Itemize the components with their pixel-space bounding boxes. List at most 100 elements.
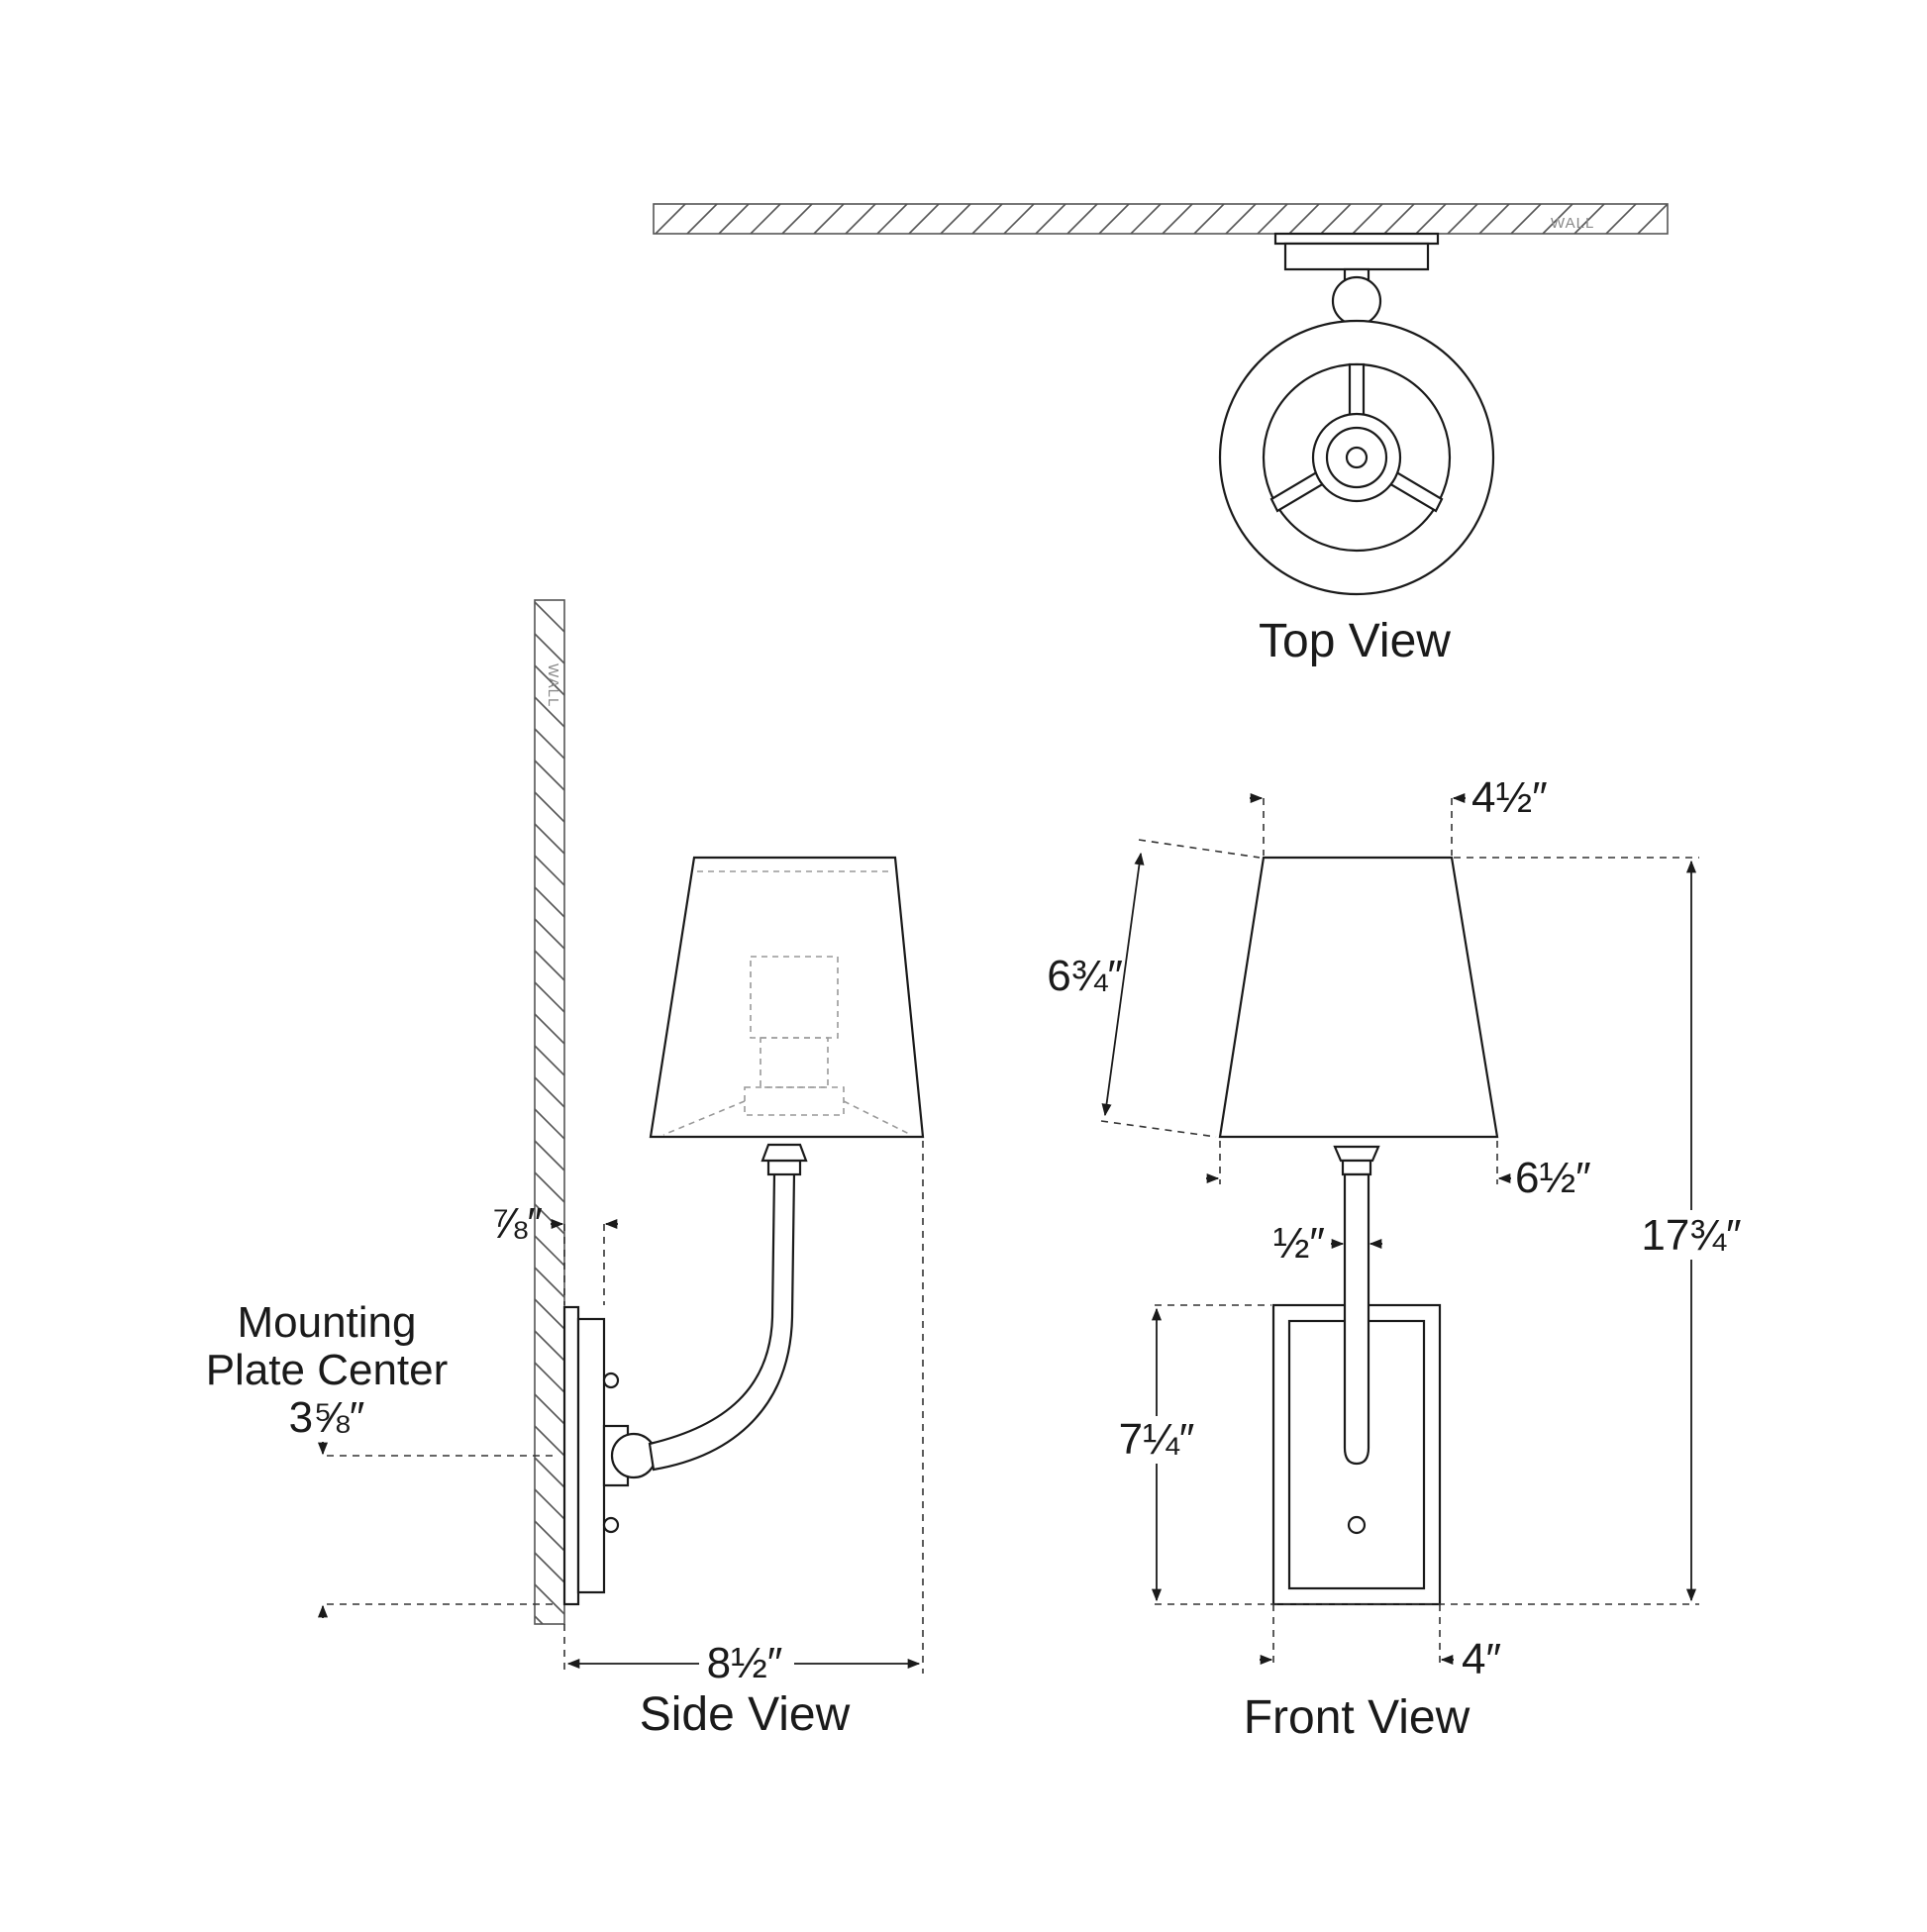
hatch-stroke — [534, 696, 565, 728]
hatch-stroke — [940, 203, 971, 235]
side-harp-ghost-right — [843, 1100, 912, 1136]
hatch-stroke — [1257, 203, 1288, 235]
hatch-stroke — [1542, 203, 1573, 235]
top-view: WALL Top View — [653, 203, 1669, 667]
hatch-stroke — [971, 203, 1003, 235]
hatch-stroke — [1478, 203, 1510, 235]
front-shade — [1218, 856, 1499, 1139]
front-screw — [1347, 1515, 1367, 1535]
hatch-stroke — [1320, 203, 1352, 235]
side-shade — [649, 856, 925, 1139]
front-view: 4½″ 6¾″ 6½″ ½″ 7¼″ 17¾″ 4″ Front Vi — [1047, 773, 1751, 1744]
top-knuckle — [1331, 275, 1382, 327]
front-arm — [1343, 1172, 1370, 1466]
top-canopy-plate — [1273, 232, 1440, 246]
side-arm — [648, 1170, 796, 1472]
hatch-stroke — [534, 728, 565, 760]
front-socket-cap — [1333, 1145, 1380, 1163]
side-backplate-outer — [562, 1305, 580, 1606]
hatch-stroke — [1130, 203, 1162, 235]
hatch-stroke — [534, 950, 565, 981]
hatch-stroke — [534, 1171, 565, 1203]
hatch-stroke — [876, 203, 908, 235]
top-wall-label: WALL — [1551, 215, 1594, 232]
hatch-stroke — [534, 760, 565, 791]
side-socket-cap — [761, 1143, 808, 1163]
top-view-title: Top View — [1259, 615, 1451, 667]
hatch-stroke — [534, 981, 565, 1013]
hatch-stroke — [1415, 203, 1447, 235]
hatch-stroke — [1193, 203, 1225, 235]
side-view: WALL ⅞″ Mounting Plate Center 3⅝″ — [206, 599, 925, 1741]
hatch-stroke — [1035, 203, 1066, 235]
shade-height-label: 6¾″ — [1047, 952, 1123, 1000]
front-arm-collar — [1341, 1159, 1372, 1176]
hatch-stroke — [534, 1488, 565, 1520]
front-slant-ext-bottom — [1100, 1120, 1217, 1138]
top-wall-band — [653, 203, 1669, 235]
shade-top-diameter-label: 4½″ — [1471, 773, 1548, 822]
hatch-stroke — [534, 1552, 565, 1583]
side-harp-ghost-left — [662, 1100, 746, 1136]
shade-bottom-diameter-label: 6½″ — [1515, 1154, 1591, 1202]
hatch-stroke — [1383, 203, 1415, 235]
plate-depth-label: ⅞″ — [491, 1199, 543, 1248]
hatch-stroke — [718, 203, 750, 235]
hatch-stroke — [1447, 203, 1478, 235]
overall-height-label: 17¾″ — [1641, 1211, 1741, 1260]
side-knuckle — [610, 1432, 658, 1479]
hatch-stroke — [534, 1425, 565, 1457]
hatch-stroke — [534, 1108, 565, 1140]
side-socket-ghost — [760, 1037, 829, 1088]
side-extension-label: 8½″ — [707, 1639, 783, 1687]
mounting-plate-label-line2: Plate Center — [206, 1346, 449, 1394]
overall-height-label-bg — [1634, 1210, 1751, 1260]
hatch-stroke — [534, 664, 565, 696]
top-wall-hatch — [655, 203, 1669, 235]
hatch-stroke — [534, 1520, 565, 1552]
hatch-stroke — [534, 1235, 565, 1267]
hatch-stroke — [534, 1457, 565, 1488]
hatch-stroke — [534, 1045, 565, 1076]
hatch-stroke — [534, 633, 565, 664]
hatch-stroke — [534, 791, 565, 823]
hatch-stroke — [534, 1615, 544, 1625]
side-backplate-inner — [576, 1317, 606, 1594]
side-screw-bottom — [602, 1516, 620, 1534]
hatch-stroke — [534, 1298, 565, 1330]
side-arm-collar — [766, 1159, 802, 1176]
mounting-plate-label-line1: Mounting — [237, 1298, 416, 1347]
hatch-stroke — [534, 1362, 565, 1393]
hatch-stroke — [534, 1267, 565, 1298]
hatch-stroke — [534, 823, 565, 855]
hatch-stroke — [1066, 203, 1098, 235]
hatch-stroke — [534, 886, 565, 918]
hatch-stroke — [686, 203, 718, 235]
hatch-stroke — [534, 1140, 565, 1171]
side-wall-label: WALL — [545, 663, 561, 707]
hatch-stroke — [1003, 203, 1035, 235]
hatch-stroke — [534, 855, 565, 886]
hatch-stroke — [534, 601, 565, 633]
backplate-height-label-bg — [1113, 1416, 1202, 1464]
side-wall-hatch — [534, 601, 565, 1625]
hatch-stroke — [813, 203, 845, 235]
hatch-stroke — [1605, 203, 1637, 235]
mounting-plate-value: 3⅝″ — [289, 1393, 365, 1442]
front-slant-ext-top — [1138, 839, 1261, 859]
hatch-stroke — [845, 203, 876, 235]
backplate-height-label: 7¼″ — [1119, 1415, 1195, 1464]
top-socket-center — [1345, 446, 1369, 469]
side-view-title: Side View — [640, 1688, 851, 1741]
hatch-stroke — [750, 203, 781, 235]
hatch-stroke — [1288, 203, 1320, 235]
hatch-stroke — [1573, 203, 1605, 235]
hatch-stroke — [534, 1583, 565, 1615]
top-backplate — [1283, 242, 1430, 271]
side-wall-band — [534, 599, 565, 1625]
hatch-stroke — [1098, 203, 1130, 235]
side-extension-label-bg — [699, 1640, 794, 1685]
hatch-stroke — [534, 1076, 565, 1108]
